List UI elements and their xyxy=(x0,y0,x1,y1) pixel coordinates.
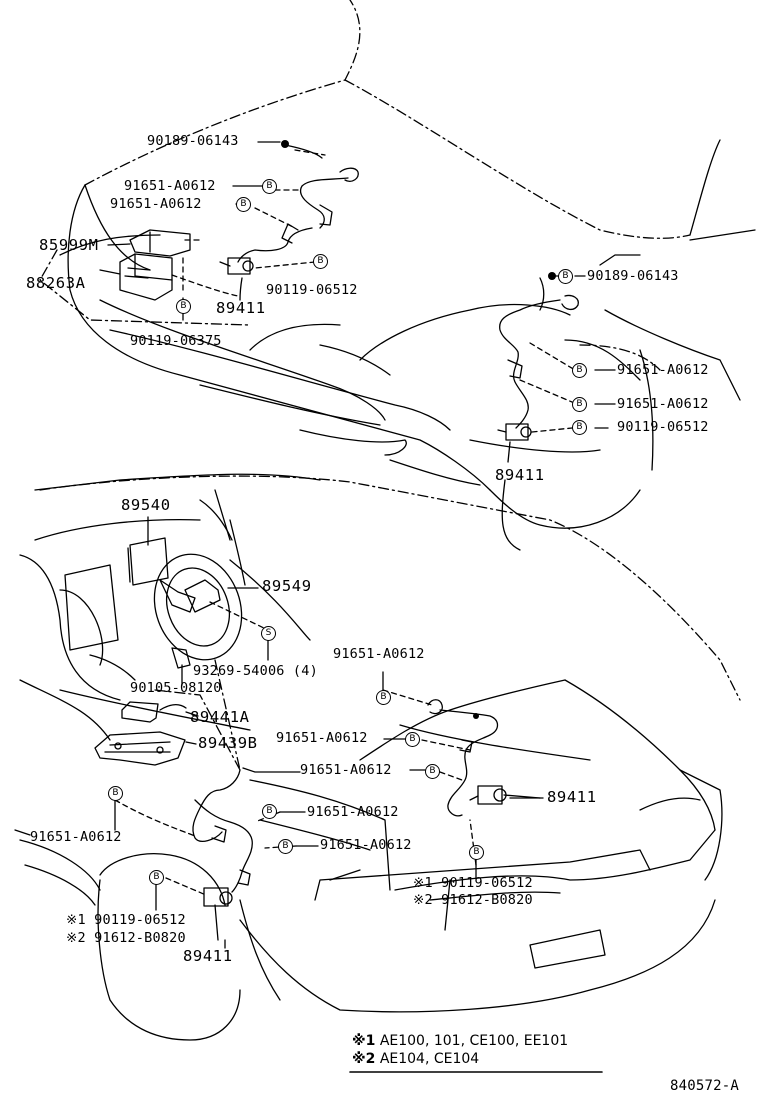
part-label-90119-06375: 90119-06375 xyxy=(130,333,222,349)
bolt-callout: B xyxy=(558,269,573,284)
part-label-89441a: 89441A xyxy=(190,708,250,726)
rear-right-sensor-wire xyxy=(427,699,541,817)
part-label-89540: 89540 xyxy=(121,496,171,514)
part-label-91651-a0612-a: 91651-A0612 xyxy=(124,178,216,194)
part-label-rr-note1: ※1 90119-06512 xyxy=(413,875,533,891)
screw-callout: S xyxy=(261,626,276,641)
part-label-91651-a0612-r-mid: 91651-A0612 xyxy=(276,730,368,746)
bolt-callout: B xyxy=(176,299,191,314)
part-label-89411-front-left: 89411 xyxy=(216,299,266,317)
bolt-callout: B xyxy=(278,839,293,854)
bolt-callout: B xyxy=(262,804,277,819)
grommet-front-right xyxy=(548,272,556,280)
part-label-89439b: 89439B xyxy=(198,734,258,752)
part-label-89549: 89549 xyxy=(262,577,312,595)
part-label-93269-54006: 93269-54006 (4) xyxy=(193,663,318,679)
part-label-90119-06512-front: 90119-06512 xyxy=(266,282,358,298)
bolt-callout: B xyxy=(236,197,251,212)
part-label-91651-a0612-fr1: 91651-A0612 xyxy=(617,362,709,378)
legend-text-2: AE104, CE104 xyxy=(379,1051,480,1067)
part-label-91651-a0612-rl2: 91651-A0612 xyxy=(320,837,412,853)
front-left-sensor-wire xyxy=(219,144,359,275)
part-label-88263a: 88263A xyxy=(26,274,86,292)
bolt-callout: B xyxy=(469,845,484,860)
part-label-90119-06512-fr: 90119-06512 xyxy=(617,419,709,435)
part-label-91651-a0612-rl1: 91651-A0612 xyxy=(307,804,399,820)
part-label-rr-note2: ※2 91612-B0820 xyxy=(413,892,533,908)
part-label-89411-rear-right: 89411 xyxy=(547,788,597,806)
part-label-91651-a0612-r-mid2: 91651-A0612 xyxy=(300,762,392,778)
grommet-rear-right xyxy=(473,713,479,719)
abs-relay xyxy=(119,229,191,301)
front-right-sensor-wire xyxy=(497,277,579,441)
front-car-body xyxy=(59,0,756,551)
figure-id: 840572-A xyxy=(670,1078,740,1094)
legend-mark-1: ※1 xyxy=(352,1033,376,1049)
legend-line-2: ※2 AE104, CE104 xyxy=(352,1050,479,1068)
part-label-90189-06143-top: 90189-06143 xyxy=(147,133,239,149)
bolt-callout: B xyxy=(425,764,440,779)
bolt-callout: B xyxy=(572,363,587,378)
legend-line-1: ※1 AE100, 101, CE100, EE101 xyxy=(352,1032,568,1050)
interior-dashboard xyxy=(19,473,321,741)
actuator-bracket xyxy=(94,647,191,766)
legend-text-1: AE100, 101, CE100, EE101 xyxy=(379,1033,569,1049)
rear-car-body xyxy=(14,475,741,1041)
bolt-callout: B xyxy=(572,420,587,435)
bolt-callout: B xyxy=(149,870,164,885)
part-label-89411-rear-left: 89411 xyxy=(183,947,233,965)
front-leader-lines xyxy=(39,141,616,463)
part-label-rl-note2: ※2 91612-B0820 xyxy=(66,930,186,946)
rear-left-sensor-wire xyxy=(192,769,253,941)
part-label-91651-a0612-fr2: 91651-A0612 xyxy=(617,396,709,412)
legend-mark-2: ※2 xyxy=(352,1051,376,1067)
part-label-rl-note1: ※1 90119-06512 xyxy=(66,912,186,928)
part-label-91651-a0612-r-top: 91651-A0612 xyxy=(333,646,425,662)
part-label-85999m: 85999M xyxy=(39,236,99,254)
grommet-front-left xyxy=(281,140,289,148)
part-label-90105-08120: 90105-08120 xyxy=(130,680,222,696)
bolt-callout: B xyxy=(262,179,277,194)
bolt-callout: B xyxy=(405,732,420,747)
part-label-89411-front-right: 89411 xyxy=(495,466,545,484)
part-label-91651-a0612-b: 91651-A0612 xyxy=(110,196,202,212)
interior-leader-lines xyxy=(147,516,269,771)
bolt-callout: B xyxy=(572,397,587,412)
bolt-callout: B xyxy=(376,690,391,705)
bolt-callout: B xyxy=(313,254,328,269)
part-label-91651-a0612-rl-left: 91651-A0612 xyxy=(30,829,122,845)
part-label-90189-06143-right: 90189-06143 xyxy=(587,268,679,284)
bolt-callout: B xyxy=(108,786,123,801)
